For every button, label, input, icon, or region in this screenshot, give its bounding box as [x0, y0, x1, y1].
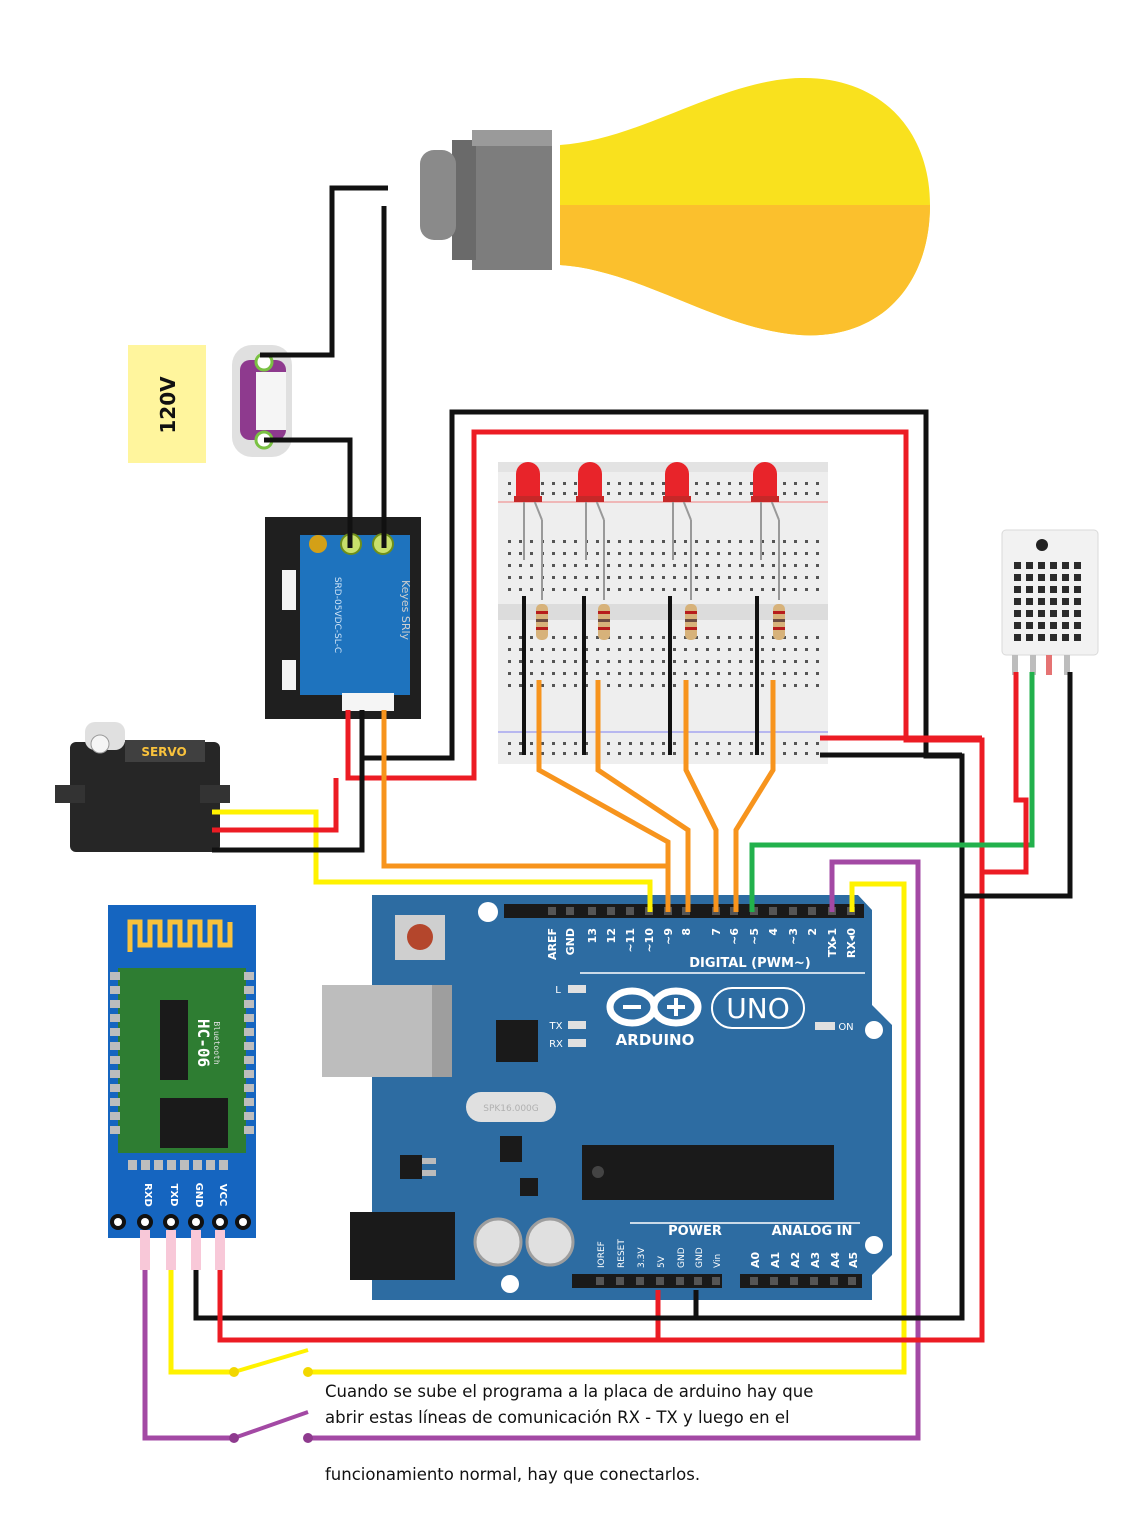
bt-pin-stub [191, 1230, 201, 1270]
digital-pin-label: 2 [806, 928, 819, 936]
arduino-logo-text: ARDUINO [616, 1031, 695, 1049]
servo-label: SERVO [141, 745, 186, 759]
wire-rx-line [308, 881, 907, 1375]
bluetooth-module: HC-06 Bluetooth RXD TXD GND VCC [108, 905, 256, 1238]
bluetooth-model: HC-06 [194, 1019, 213, 1067]
power-pin-label: Vin [713, 1254, 723, 1268]
wire-bt-vcc [217, 1270, 982, 1343]
wire-led2 [595, 680, 691, 912]
digital-pin-label: ~10 [643, 928, 656, 953]
wire-servo-vcc [212, 778, 339, 833]
power-pin-label: 3.3V [637, 1247, 647, 1268]
switch-rx-arm [233, 1348, 309, 1374]
led-4 [751, 462, 780, 600]
analog-pin-label: A5 [847, 1252, 860, 1268]
power-pin-label: 5V [657, 1255, 667, 1268]
digital-pin-label: ~6 [728, 928, 741, 945]
led-rx-label: RX [549, 1039, 563, 1050]
resistor-1 [536, 604, 548, 640]
light-bulb [420, 77, 930, 336]
analog-header-label: ANALOG IN [772, 1224, 853, 1239]
led-on-label: ON [838, 1022, 853, 1033]
relay-brand: Keyes SRly [399, 580, 412, 641]
digital-pin-label: ~5 [748, 928, 761, 945]
bluetooth-subtitle: Bluetooth [212, 1021, 221, 1065]
voltage-source: 120V [128, 345, 206, 463]
led-tx-label: TX [549, 1021, 563, 1032]
resistor-3 [685, 604, 697, 640]
power-header-label: POWER [668, 1224, 722, 1239]
relay-module: SRD-05VDC-SL-C Keyes SRly [265, 517, 421, 719]
switch-tx-arm [233, 1410, 309, 1440]
digital-pin-label: 4 [767, 928, 780, 936]
analog-pin-label: A1 [769, 1252, 782, 1268]
digital-pin-label: ~3 [787, 928, 800, 945]
power-pin-label: IOREF [597, 1241, 607, 1268]
wire-servo-gnd [212, 758, 365, 853]
wire-bt-rxd [142, 1270, 234, 1441]
dht-sensor [1001, 529, 1099, 675]
analog-pin-label: A2 [789, 1252, 802, 1268]
digital-pin-label: ~11 [624, 928, 637, 953]
analog-pin-label: A4 [829, 1251, 842, 1268]
led-1 [514, 462, 543, 600]
arduino-uno-board: SPK16.000G AREF GND 13 12 ~11 ~10 ~9 8 7 ~6 ~5 4 ~3 2… [322, 895, 892, 1300]
led-2 [576, 462, 605, 600]
arduino-model: UNO [726, 992, 789, 1025]
analog-pin-label: A0 [749, 1251, 762, 1268]
bt-pin-label-vcc: VCC [217, 1184, 228, 1206]
bt-pin-stub [140, 1230, 150, 1270]
power-pin-label: GND [695, 1247, 705, 1268]
wire-tx-line [308, 859, 921, 1441]
wire-servo-signal [212, 809, 653, 912]
wire-led1 [536, 680, 671, 912]
servo-motor: SERVO [55, 722, 230, 852]
power-connector [232, 345, 292, 457]
wire-layer [140, 185, 1073, 1441]
digital-pin-label: 7 [710, 928, 723, 936]
note-line-3: funcionamiento normal, hay que conectarl… [325, 1465, 701, 1484]
digital-pin-label: AREF [546, 928, 559, 960]
led-3 [663, 462, 692, 600]
note-line-2: abrir estas líneas de comunicación RX - … [325, 1408, 790, 1427]
wire-led4 [733, 680, 776, 912]
led-array [514, 462, 785, 640]
wire-dht-vcc [982, 672, 1029, 875]
crystal-label: SPK16.000G [483, 1104, 539, 1114]
resistor-2 [598, 604, 610, 640]
digital-pin-label: ~9 [662, 928, 675, 945]
analog-pin-label: A3 [809, 1252, 822, 1268]
digital-pin-label: 12 [605, 928, 618, 943]
digital-pin-label: GND [564, 928, 577, 955]
digital-pin-label: 13 [586, 928, 599, 943]
note-line-1: Cuando se sube el programa a la placa de… [325, 1382, 814, 1401]
rx-tx-switches [229, 1367, 313, 1443]
bt-pin-label-rxd: RXD [142, 1183, 153, 1207]
wire-led3 [683, 680, 719, 912]
bt-pin-stub [166, 1230, 176, 1270]
digital-pin-label: 8 [680, 928, 693, 936]
wire-lamp-to-connector [260, 185, 388, 358]
digital-pin-label: RX◂0 [845, 928, 858, 958]
relay-label: SRD-05VDC-SL-C [332, 577, 342, 653]
bt-pin-label-txd: TXD [168, 1184, 179, 1207]
power-pin-label: RESET [617, 1239, 627, 1268]
bt-pin-stub [215, 1230, 225, 1270]
arduino-logo-icon [606, 987, 702, 1027]
wire-bt-txd [168, 1270, 234, 1375]
led-l-label: L [555, 985, 561, 996]
digital-pin-label: TX▸1 [826, 928, 839, 957]
wire-connector-to-relay [264, 437, 353, 548]
wire-dht-gnd [962, 672, 1073, 899]
voltage-label: 120V [156, 376, 180, 434]
power-pin-label: GND [677, 1247, 687, 1268]
bt-pin-label-gnd: GND [193, 1183, 204, 1208]
wire-bt-gnd [193, 1270, 962, 1321]
digital-header-label: DIGITAL (PWM~) [689, 956, 810, 971]
resistor-4 [773, 604, 785, 640]
